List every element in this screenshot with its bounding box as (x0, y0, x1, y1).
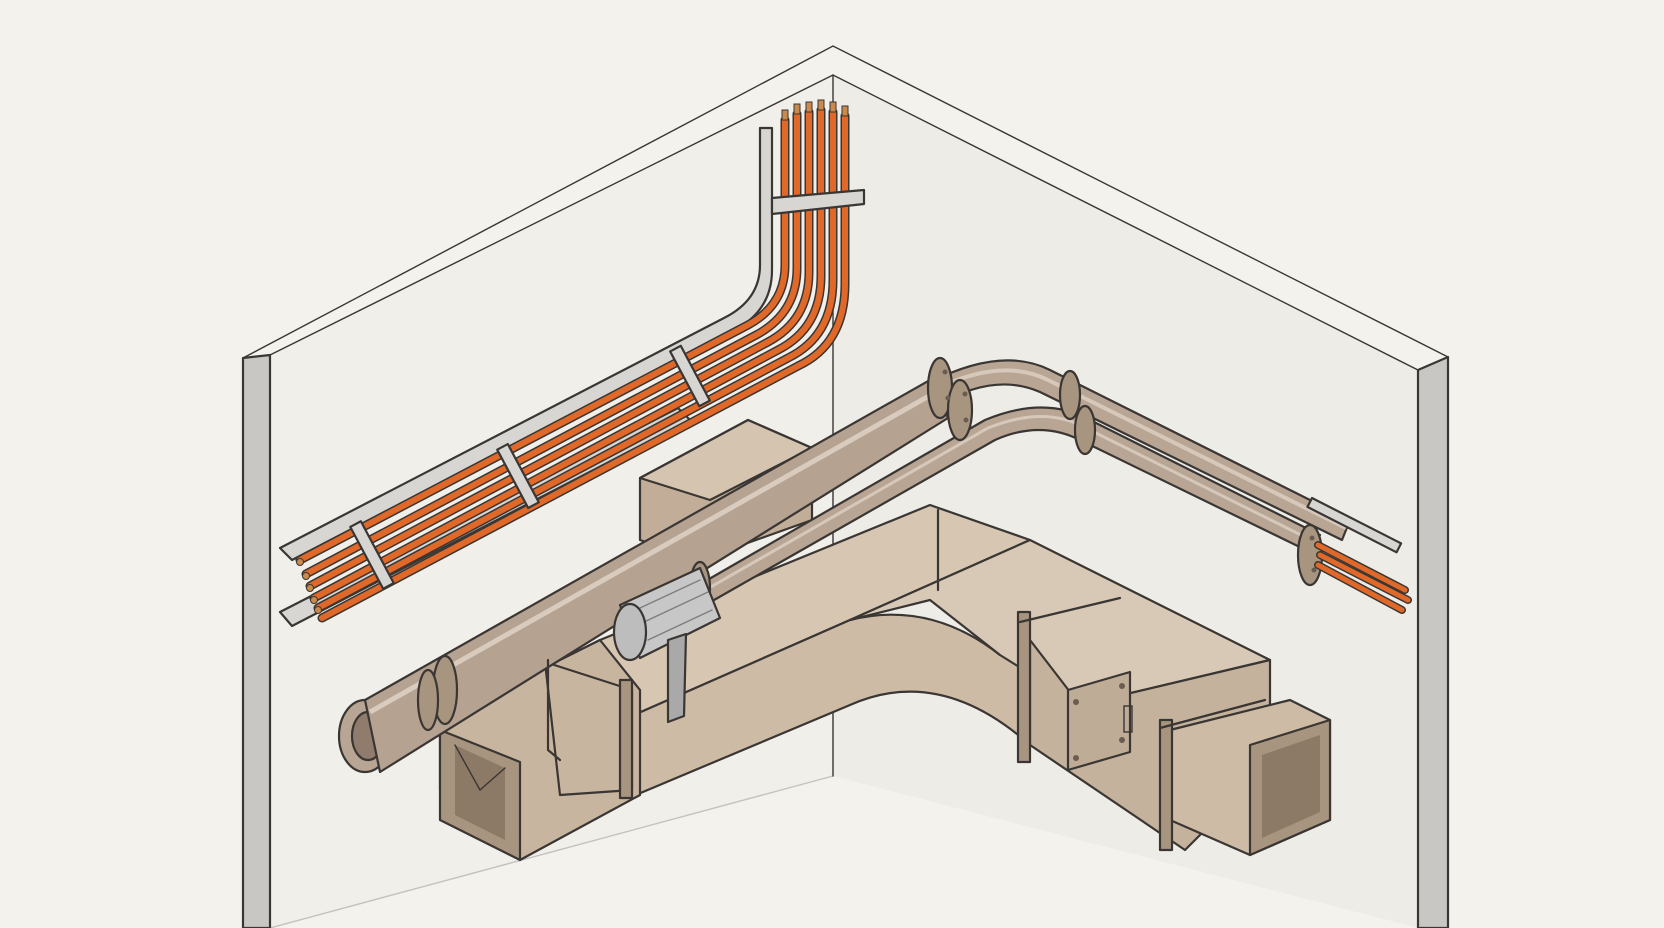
left-wall-edge (241, 353, 272, 928)
cable-clamps (349, 188, 866, 590)
insulation-strap (666, 632, 688, 724)
right-wall-edge (1416, 355, 1450, 928)
copper-cables (295, 105, 850, 623)
insulation-wrap (612, 566, 722, 724)
copper-cable-ends-bottom (296, 558, 322, 614)
duct-support-straps (546, 508, 940, 762)
access-panel (1066, 670, 1133, 772)
cable-tray-with-copper-cables (278, 99, 866, 628)
flanged-pipes (337, 356, 1412, 774)
cable-tray (278, 126, 774, 562)
copper-cable-ends-top (781, 99, 849, 121)
rectangular-air-duct-with-access-panel (438, 418, 1332, 862)
pipe-wall-exit-copper-rods (1306, 496, 1412, 614)
